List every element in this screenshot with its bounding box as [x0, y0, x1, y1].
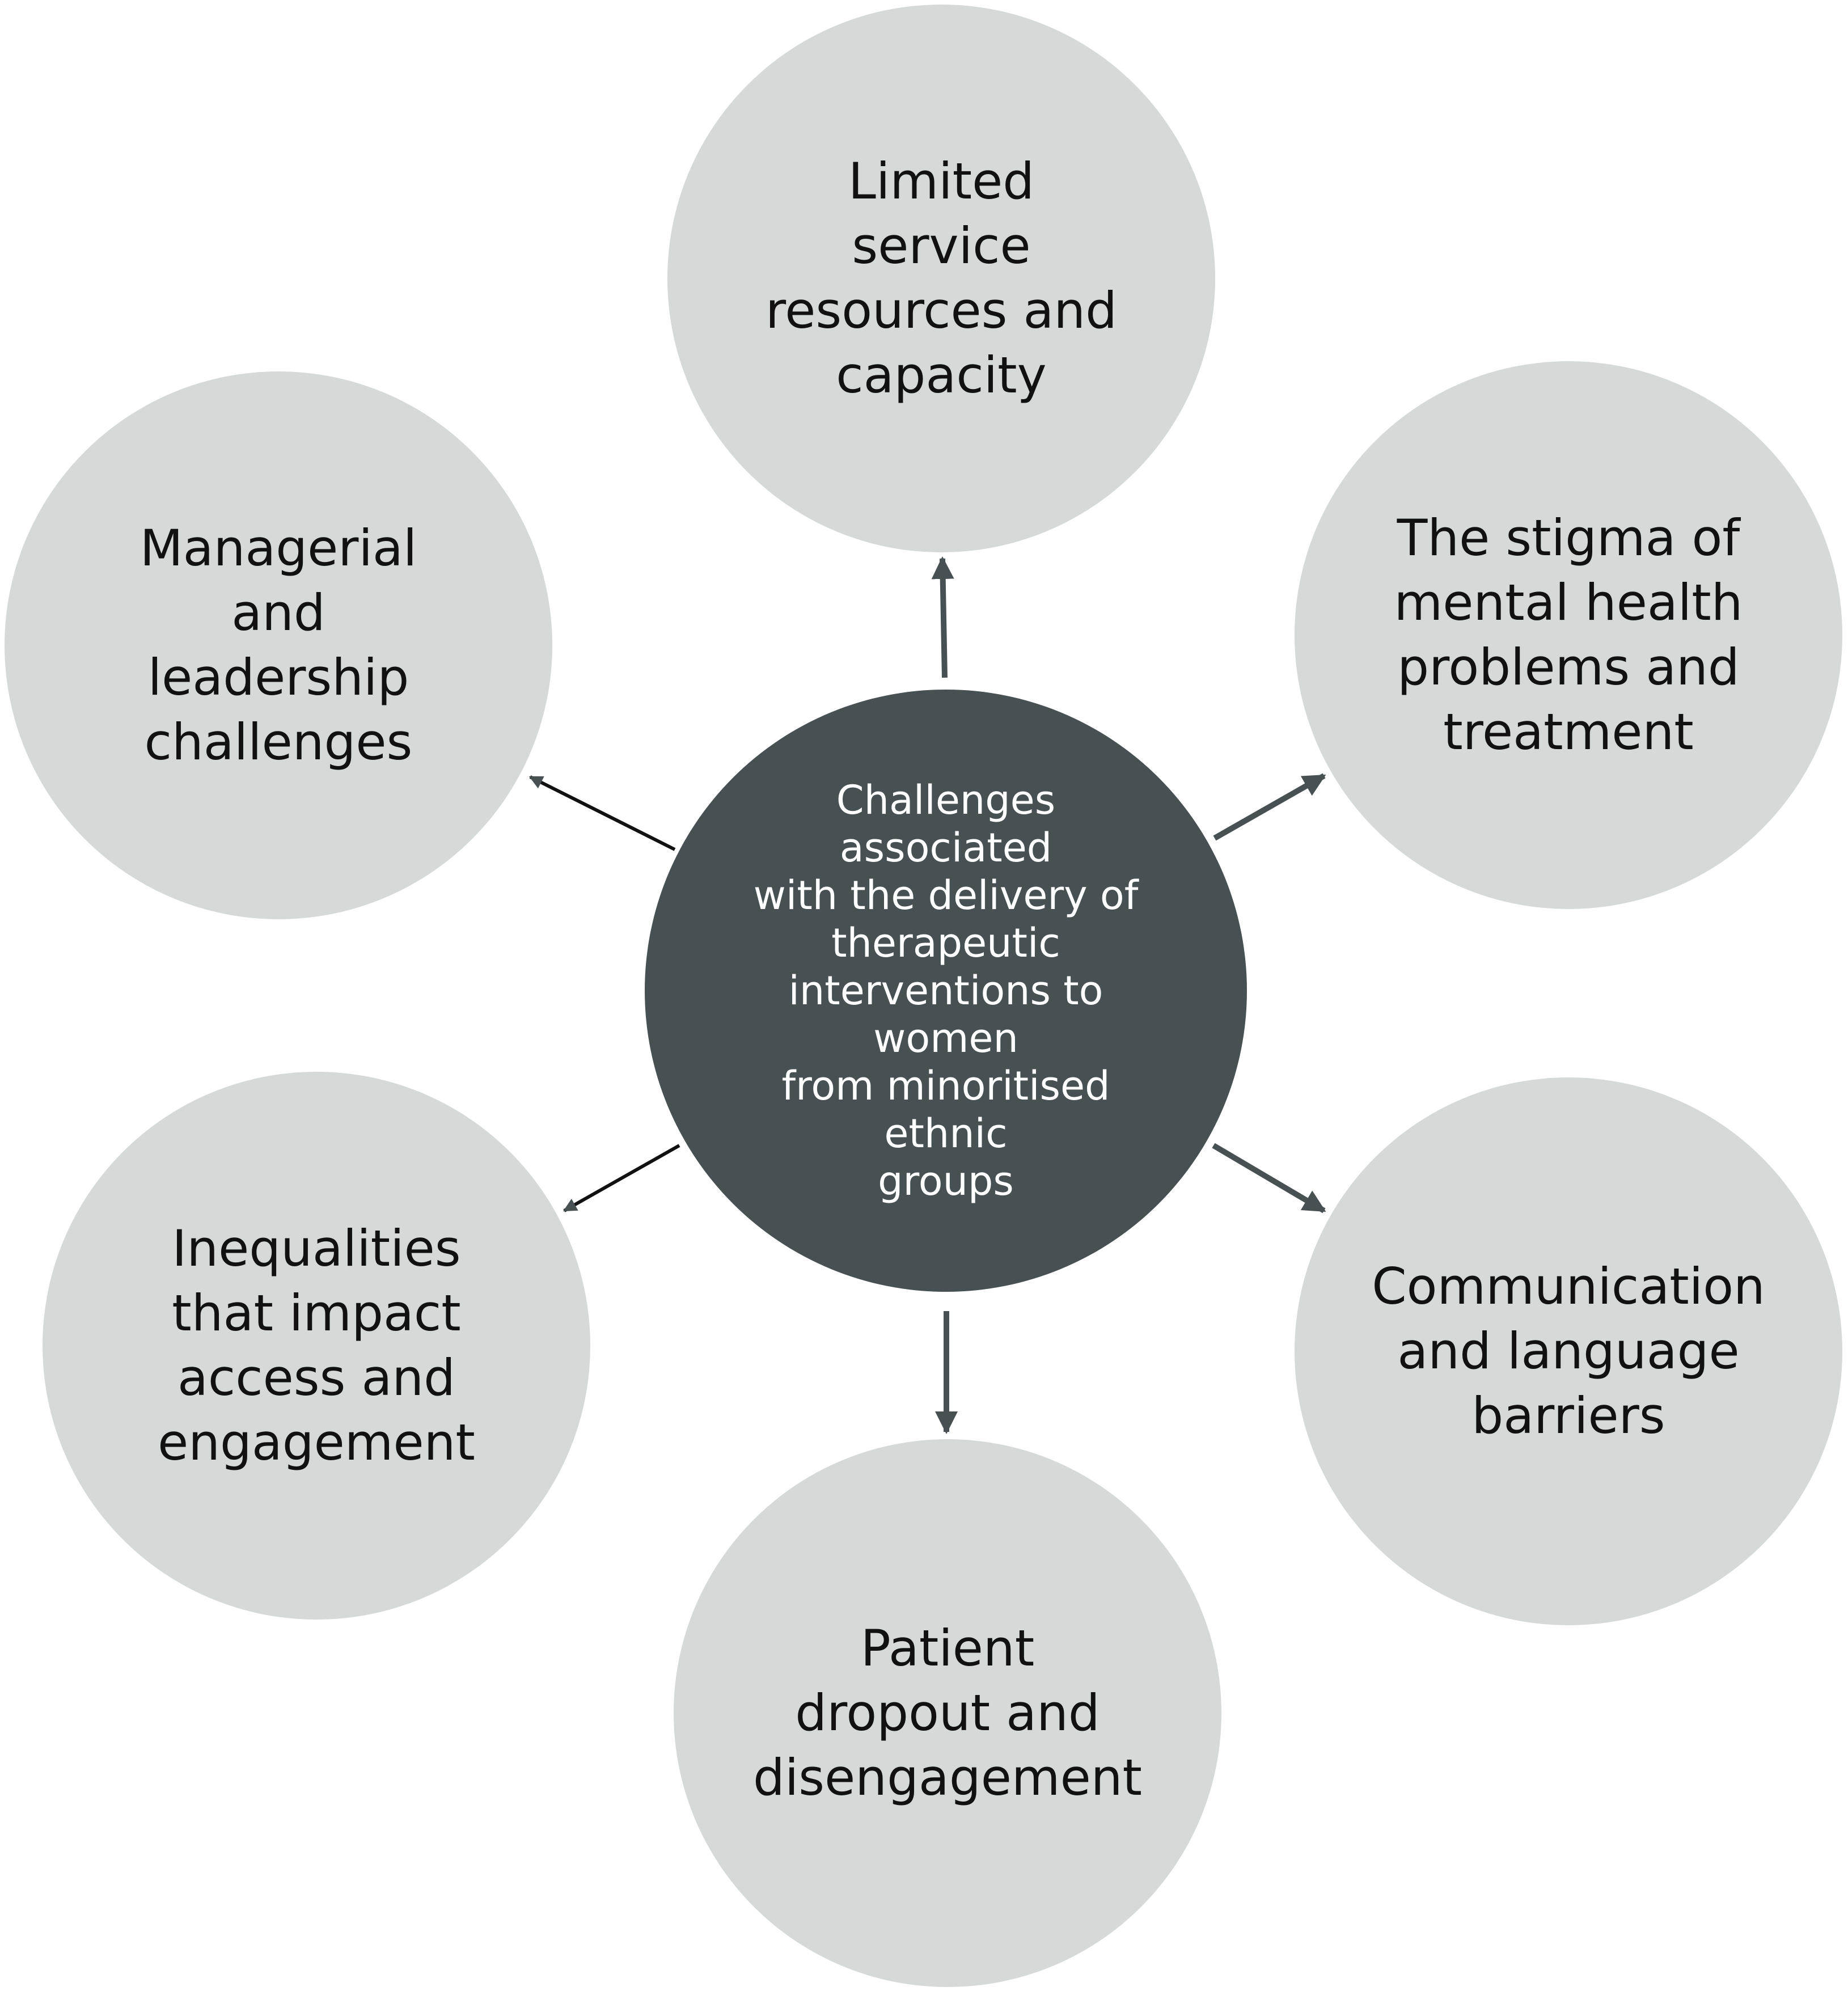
- arrow-to-upper-right: [1213, 773, 1326, 841]
- node-label: The stigma of mental health problems and…: [1394, 509, 1743, 761]
- node-communication-language-barriers: Communication and language barriers: [1295, 1077, 1842, 1625]
- center-node-challenges: Challenges associated with the delivery …: [645, 690, 1247, 1292]
- center-label: Challenges associated with the delivery …: [753, 777, 1139, 1204]
- node-limited-service-resources: Limited service resources and capacity: [667, 5, 1215, 552]
- node-label: Patient dropout and disengagement: [753, 1619, 1142, 1807]
- node-label: Limited service resources and capacity: [766, 152, 1117, 404]
- node-managerial-leadership: Managerial and leadership challenges: [5, 371, 552, 919]
- arrow-to-upper-left: [528, 775, 676, 851]
- node-patient-dropout: Patient dropout and disengagement: [674, 1439, 1221, 1987]
- arrow-to-top: [931, 556, 954, 678]
- node-label: Inequalities that impact access and enga…: [158, 1219, 475, 1472]
- node-label: Communication and language barriers: [1372, 1257, 1765, 1445]
- arrow-to-lower-right: [1212, 1143, 1326, 1214]
- node-stigma-mental-health: The stigma of mental health problems and…: [1295, 361, 1842, 909]
- arrow-to-lower-left: [563, 1144, 680, 1212]
- node-inequalities-access: Inequalities that impact access and enga…: [43, 1072, 590, 1620]
- node-label: Managerial and leadership challenges: [139, 519, 417, 771]
